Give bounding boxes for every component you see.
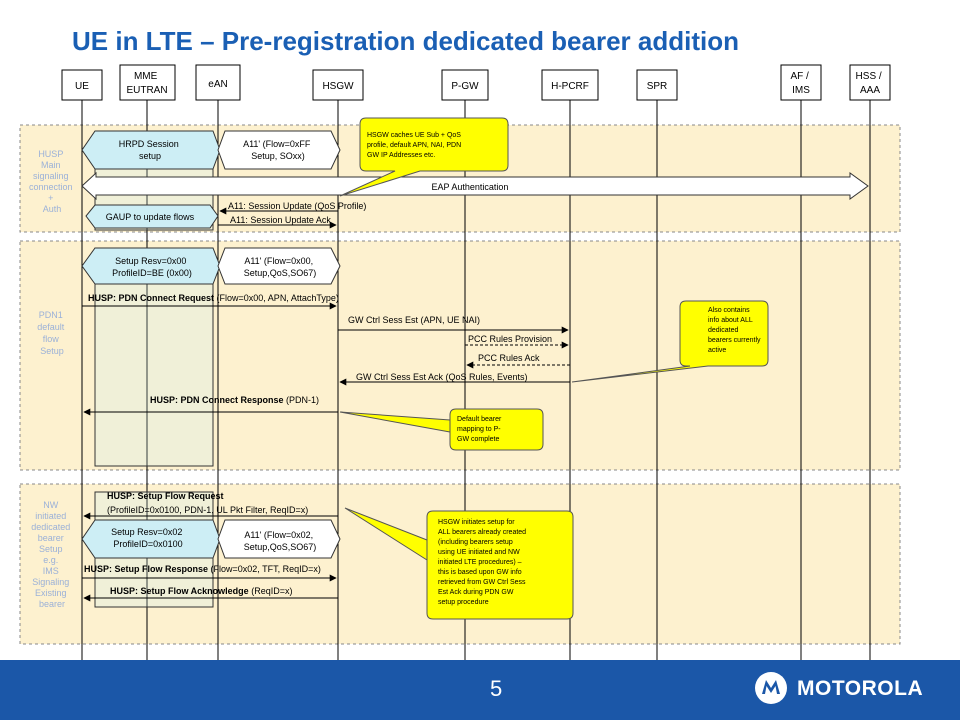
entity-spr-box bbox=[636, 69, 678, 101]
batwing-m-icon bbox=[762, 680, 780, 694]
a11-02-box bbox=[217, 519, 341, 559]
footer-bar bbox=[0, 660, 960, 720]
setup-resv-00-label: Setup Resv=0x00 ProfileID=BE (0x00) bbox=[112, 256, 192, 278]
eap-auth-label: EAP Authentication bbox=[432, 182, 509, 192]
callout-default-bearer-text: Default bearer mapping to P- GW complete bbox=[457, 416, 503, 443]
entity-ue-box bbox=[61, 69, 103, 101]
callout-hsgw-cache bbox=[339, 117, 509, 197]
entity-hsgw-label: HSGW bbox=[322, 81, 354, 92]
gaup-label: GAUP to update flows bbox=[106, 212, 195, 222]
callout-dedicated-bearers bbox=[571, 300, 769, 383]
msg-a11-update-label: A11: Session Update (QoS Profile) bbox=[228, 201, 366, 211]
setup-resv-00-box bbox=[81, 247, 221, 285]
msg-pcc-ack-label: PCC Rules Ack bbox=[478, 353, 540, 363]
motorola-batwing-icon bbox=[755, 672, 787, 704]
slide-title: UE in LTE – Pre-registration dedicated b… bbox=[72, 26, 739, 56]
section-label-pdn: PDN1 default flow Setup bbox=[37, 310, 67, 356]
a11-00-label: A11' (Flow=0x00, Setup,QoS,SO67) bbox=[244, 256, 317, 278]
page-number: 5 bbox=[490, 676, 503, 701]
msg-setup-flow-request-label: HUSP: Setup Flow Request (ProfileID=0x01… bbox=[107, 491, 308, 515]
msg-gw-est-label: GW Ctrl Sess Est (APN, UE NAI) bbox=[348, 315, 480, 325]
entity-mme-label: MME EUTRAN bbox=[126, 71, 167, 96]
entity-ean-label: eAN bbox=[208, 79, 227, 90]
entity-hpcrf-box bbox=[541, 69, 599, 101]
sequence-diagram: HUSP Main signaling connection + Auth PD… bbox=[19, 64, 901, 660]
entity-hss-label: HSS / AAA bbox=[856, 71, 885, 96]
msg-setup-flow-ack-label: HUSP: Setup Flow Acknowledge (ReqID=x) bbox=[110, 586, 292, 596]
entity-hsgw-box bbox=[312, 69, 364, 101]
a11-ff-label: A11' (Flow=0xFF Setup, SOxx) bbox=[243, 139, 313, 161]
msg-gw-est-ack-label: GW Ctrl Sess Est Ack (QoS Rules, Events) bbox=[356, 372, 528, 382]
a11-00-box bbox=[217, 247, 341, 285]
callout-hsgw-initiates-text: HSGW initiates setup for ALL bearers alr… bbox=[438, 519, 528, 606]
msg-pdn-request-label: HUSP: PDN Connect Request (Flow=0x00, AP… bbox=[88, 293, 339, 303]
setup-resv-02-box bbox=[81, 519, 221, 559]
section-label-nw: NW initiated dedicated bearer Setup e.g.… bbox=[31, 500, 73, 609]
entity-hpcrf-label: H-PCRF bbox=[551, 81, 589, 92]
callout-dedicated-bearers-text: Also contains info about ALL dedicated b… bbox=[708, 307, 762, 354]
eap-auth-arrow bbox=[81, 171, 869, 201]
brand-logo: MOTOROLA bbox=[755, 672, 955, 706]
entity-pgw-box bbox=[441, 69, 489, 101]
entity-af-box bbox=[780, 64, 822, 101]
a11-02-label: A11' (Flow=0x02, Setup,QoS,SO67) bbox=[244, 530, 317, 552]
entity-pgw-label: P-GW bbox=[451, 81, 479, 92]
entity-spr-label: SPR bbox=[647, 81, 668, 92]
callout-hsgw-initiates bbox=[344, 507, 574, 620]
msg-a11-ack-label: A11: Session Update Ack bbox=[230, 215, 331, 225]
msg-pcc-provision-label: PCC Rules Provision bbox=[468, 334, 552, 344]
setup-resv-02-label: Setup Resv=0x02 ProfileID=0x0100 bbox=[111, 527, 185, 549]
entity-mme-box bbox=[119, 64, 176, 101]
section-label-auth: HUSP Main signaling connection + Auth bbox=[29, 149, 75, 214]
gaup-box bbox=[85, 204, 219, 229]
entity-af-label: AF / IMS bbox=[790, 71, 811, 96]
msg-pdn-response-label: HUSP: PDN Connect Response (PDN-1) bbox=[150, 395, 319, 405]
msg-setup-flow-response-label: HUSP: Setup Flow Response (Flow=0x02, TF… bbox=[84, 564, 321, 574]
entity-hss-box bbox=[849, 64, 891, 101]
callout-hsgw-cache-text: HSGW caches UE Sub + QoS profile, defaul… bbox=[367, 132, 463, 159]
callout-default-bearer bbox=[339, 408, 544, 451]
entity-ue-label: UE bbox=[75, 81, 89, 92]
entity-ean-box bbox=[195, 64, 241, 101]
a11-ff-box bbox=[217, 130, 341, 170]
hrpd-session-label: HRPD Session setup bbox=[119, 139, 182, 161]
hrpd-session-box bbox=[81, 130, 221, 170]
brand-name: MOTOROLA bbox=[797, 677, 924, 700]
